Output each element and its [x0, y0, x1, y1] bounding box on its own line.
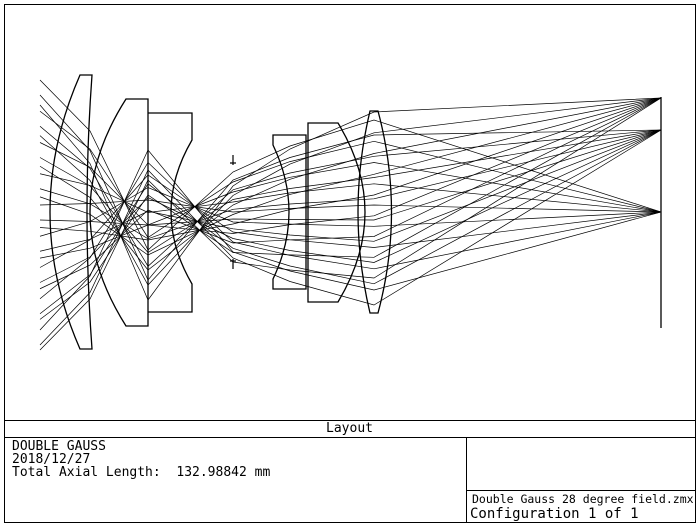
ray-2-5 — [39, 129, 662, 226]
configuration-label: Configuration 1 of 1 — [470, 506, 639, 522]
axial-length-label: Total Axial Length: — [12, 465, 161, 480]
window-caption: Layout — [326, 421, 373, 436]
lens-element-6 — [357, 110, 393, 314]
lens-element-2 — [89, 98, 149, 327]
file-name: Double Gauss 28 degree field.zmx — [472, 492, 694, 506]
design-date: 2018/12/27 — [12, 452, 91, 467]
ray-3-5 — [39, 97, 662, 241]
ray-3-1 — [39, 97, 662, 301]
lens-element-4 — [272, 134, 307, 290]
design-title: DOUBLE GAUSS — [12, 439, 106, 454]
ray-3-4 — [39, 97, 662, 256]
lens-element-1 — [49, 74, 93, 350]
ray-1-6 — [39, 187, 662, 237]
ray-2-2 — [39, 125, 662, 267]
outer-frame — [4, 4, 696, 523]
ray-3-9 — [39, 97, 662, 351]
ray-2-8 — [39, 129, 662, 315]
ray-1-8 — [39, 161, 662, 300]
info-panel: DOUBLE GAUSS 2018/12/27 Total Axial Leng… — [12, 440, 462, 479]
ray-2-1 — [39, 94, 662, 281]
ray-2-3 — [39, 129, 662, 253]
aperture-stop — [230, 155, 236, 269]
ray-bundles — [39, 79, 662, 351]
ray-3-7 — [39, 97, 662, 290]
lens-element-3 — [148, 112, 193, 313]
ray-1-1 — [39, 79, 662, 251]
axial-length-value: 132.98842 mm — [176, 465, 271, 480]
lens-elements — [49, 74, 393, 350]
ray-3-6 — [39, 97, 662, 259]
ray-1-9 — [39, 149, 662, 331]
ray-1-2 — [39, 110, 662, 238]
ray-3-2 — [39, 97, 662, 286]
lens-element-5 — [307, 122, 366, 303]
ray-3-8 — [39, 97, 662, 320]
ray-3-3 — [39, 97, 662, 271]
